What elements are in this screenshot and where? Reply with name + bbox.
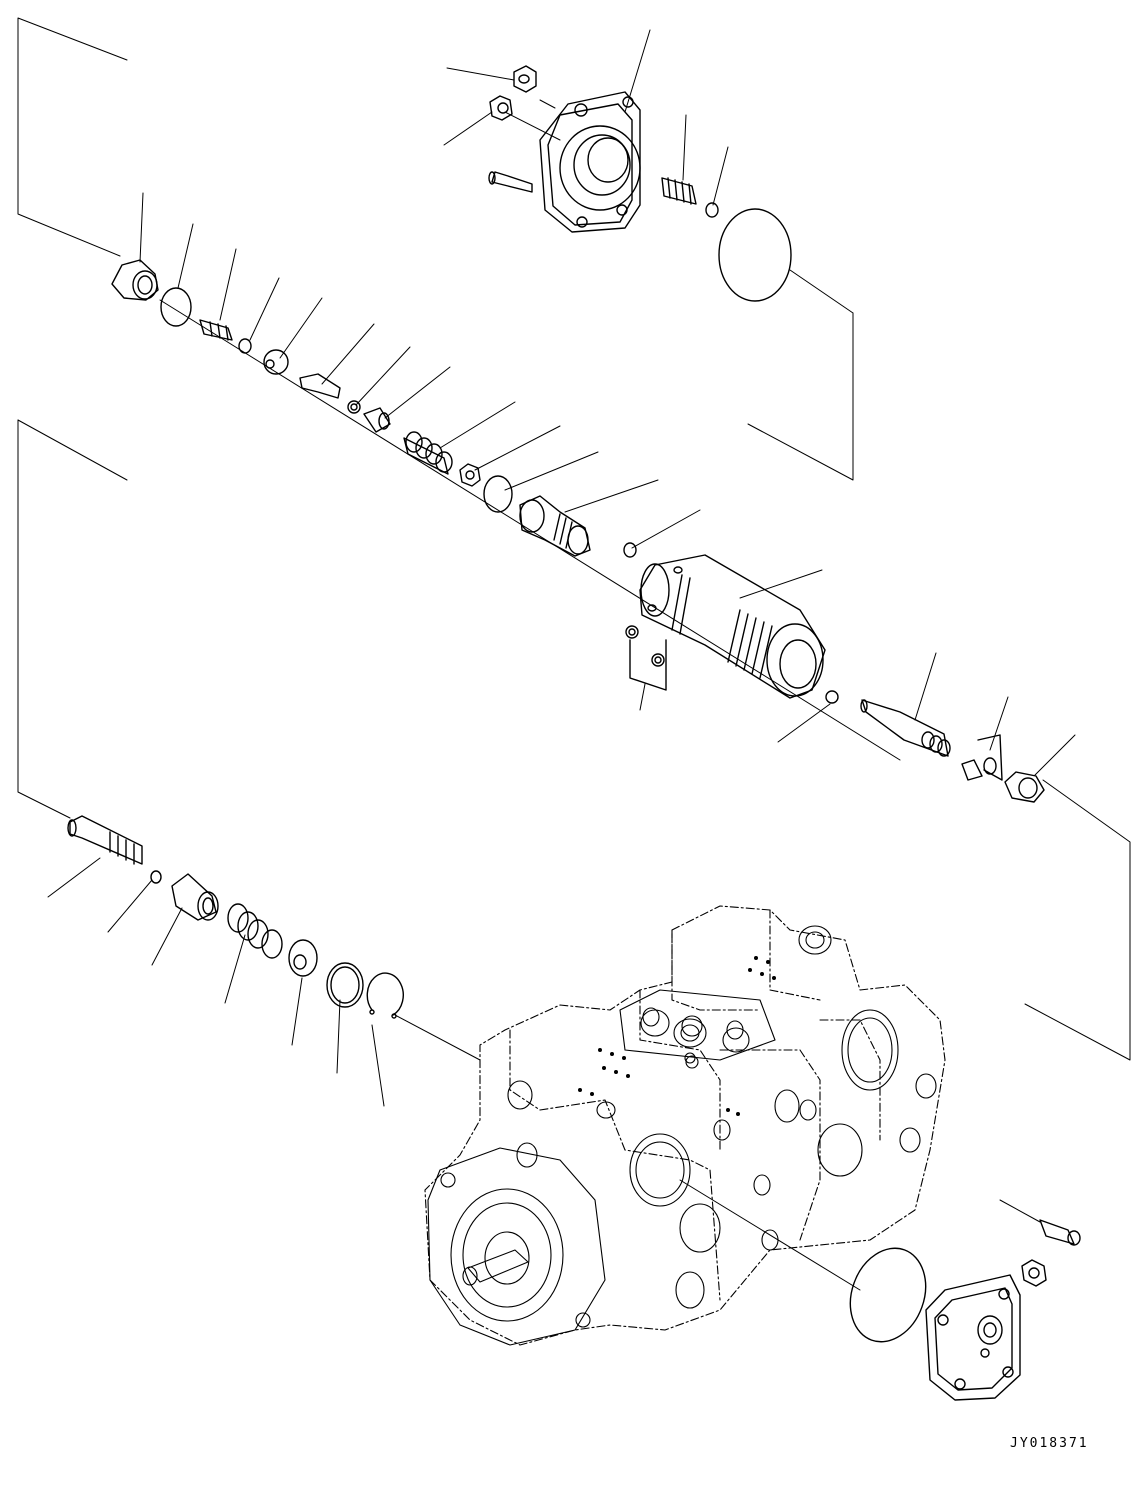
drawing-reference-code: JY018371 (1010, 1436, 1089, 1451)
end-plug-right (1005, 772, 1044, 802)
leader-lines (48, 30, 1075, 1106)
adjust-screw (200, 320, 232, 340)
valve-sleeve-cylinder (640, 555, 825, 698)
hex-nut-rear (1022, 1260, 1046, 1286)
hex-nut-middle (460, 464, 480, 486)
oring-2 (239, 339, 251, 353)
rear-cover-plate (926, 1275, 1020, 1400)
small-oring-top (706, 203, 718, 217)
oring-lower-small (151, 871, 161, 883)
piston-cap (172, 874, 218, 920)
pump-body-dots (578, 956, 776, 1116)
bolt-top (489, 172, 532, 192)
spring-lower (228, 904, 282, 958)
long-bolt (68, 816, 142, 864)
pin-small (300, 374, 340, 398)
retaining-ring (327, 963, 363, 1007)
collet-pair (962, 735, 1002, 780)
spring-seat-lower (289, 940, 317, 976)
pump-body-outline (425, 906, 945, 1345)
spring-top (662, 178, 696, 204)
spring-seat (264, 350, 288, 374)
plug-small-right (826, 691, 838, 703)
spool (861, 700, 950, 756)
upper-cover-plate (540, 92, 640, 232)
large-oring-rear (838, 1238, 938, 1353)
oring-3 (484, 476, 512, 512)
assembly-guide-lines (18, 18, 1130, 1290)
small-plug (624, 543, 636, 557)
hex-nut-top (514, 66, 536, 92)
nut-small (348, 401, 360, 413)
washer-top (490, 96, 512, 120)
threaded-sleeve (520, 496, 590, 556)
end-plug-left (112, 260, 158, 300)
large-oring-top (719, 209, 791, 301)
plug-screws-pair (626, 626, 666, 690)
snap-ring (367, 973, 403, 1018)
bolt-rear (1040, 1220, 1080, 1245)
pump-body-details (428, 926, 936, 1345)
sleeve-small (364, 408, 390, 432)
spring-middle (404, 432, 452, 474)
oring-1 (161, 288, 191, 326)
